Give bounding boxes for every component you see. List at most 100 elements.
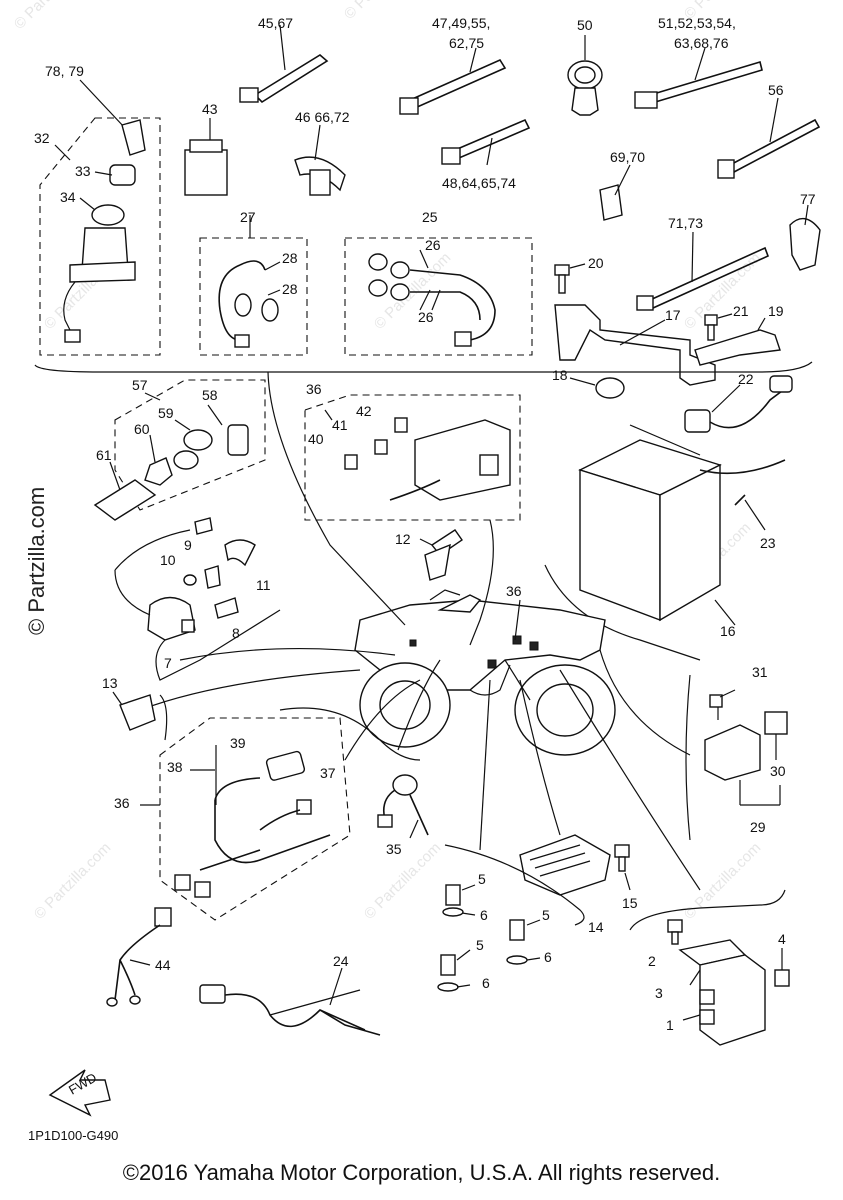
battery-16 — [578, 424, 736, 626]
label-19: 19 — [768, 303, 784, 319]
label-56: 56 — [768, 82, 784, 98]
label-36b: 36 — [506, 583, 522, 599]
tube-61 — [93, 461, 157, 521]
label-33: 33 — [75, 163, 91, 179]
label-17: 17 — [665, 307, 681, 323]
bolt-20 — [554, 263, 586, 294]
key-78-79 — [79, 79, 146, 156]
group-bracket-battery — [544, 564, 701, 661]
forward-arrow: FWD — [48, 1069, 111, 1117]
label-2: 2 — [648, 953, 656, 969]
label-45-67: 45,67 — [258, 15, 293, 31]
label-62-75: 62,75 — [449, 35, 484, 51]
ignition-coil-group — [114, 517, 281, 681]
label-57: 57 — [132, 377, 148, 393]
callouts: 45,67 47,49,55, 62,75 50 51,52,53,54, 63… — [34, 15, 816, 1033]
label-3: 3 — [655, 985, 663, 1001]
label-27: 27 — [240, 209, 256, 225]
battery-cable-23 — [699, 459, 786, 531]
label-4: 4 — [778, 931, 786, 947]
atv-vehicle — [354, 589, 616, 756]
bracket-19 — [694, 317, 781, 366]
label-29: 29 — [750, 819, 766, 835]
label-35: 35 — [386, 841, 402, 857]
label-14: 14 — [588, 919, 604, 935]
fasteners-5-6 — [437, 884, 541, 992]
ignition-switch-group — [39, 117, 161, 356]
label-21: 21 — [733, 303, 749, 319]
clamp-46-66-72 — [294, 124, 346, 196]
label-48-64-65-74: 48,64,65,74 — [442, 175, 516, 191]
label-8: 8 — [232, 625, 240, 641]
wire-lead-44 — [106, 907, 172, 1007]
label-11: 11 — [256, 577, 271, 593]
label-63-68-76: 63,68,76 — [674, 35, 729, 51]
cable-tie-48-74 — [441, 118, 531, 166]
label-22: 22 — [738, 371, 754, 387]
label-40: 40 — [308, 431, 324, 447]
clip-50 — [567, 35, 603, 116]
bolt-21 — [704, 313, 733, 341]
label-28a: 28 — [282, 250, 298, 266]
wire-harness-24 — [199, 967, 381, 1036]
cable-tie-71-73 — [636, 231, 770, 311]
starter-relay-group — [685, 674, 788, 841]
label-50: 50 — [577, 17, 593, 33]
spark-plug-12 — [419, 529, 463, 581]
cable-tie-51-76 — [634, 47, 763, 109]
label-61: 61 — [96, 447, 112, 463]
wire-harness-27 — [199, 215, 308, 356]
label-6a: 6 — [480, 907, 488, 923]
label-5c: 5 — [476, 937, 484, 953]
label-26b: 26 — [418, 309, 434, 325]
leader-lines — [139, 371, 701, 891]
battery-cable-22 — [684, 375, 793, 433]
label-7: 7 — [164, 655, 172, 671]
label-32: 32 — [34, 130, 50, 146]
label-58: 58 — [202, 387, 218, 403]
label-10: 10 — [160, 552, 176, 568]
label-77: 77 — [800, 191, 816, 207]
label-38: 38 — [167, 759, 183, 775]
watermark: © Partzilla.com — [341, 0, 424, 23]
label-69-70: 69,70 — [610, 149, 645, 165]
watermark: © Partzilla.com — [681, 249, 764, 332]
diagram-code: 1P1D100-G490 — [28, 1128, 118, 1143]
label-60: 60 — [134, 421, 150, 437]
copyright-notice: ©2016 Yamaha Motor Corporation, U.S.A. A… — [122, 1160, 721, 1185]
label-5a: 5 — [478, 871, 486, 887]
grommet-18 — [569, 377, 625, 399]
label-36a: 36 — [306, 381, 322, 397]
label-23: 23 — [760, 535, 776, 551]
switch-13 — [112, 691, 168, 741]
clamp-77 — [789, 204, 821, 271]
label-18: 18 — [552, 367, 568, 383]
label-1: 1 — [666, 1017, 674, 1033]
label-39: 39 — [230, 735, 246, 751]
label-36c: 36 — [114, 795, 130, 811]
label-12: 12 — [395, 531, 411, 547]
cdi-unit-group — [629, 889, 790, 1046]
watermark: © Partzilla.com — [31, 839, 114, 922]
label-42: 42 — [356, 403, 372, 419]
bolt-15 — [614, 844, 631, 891]
label-71-73: 71,73 — [668, 215, 703, 231]
watermark: © Partzilla.com — [11, 0, 94, 33]
label-15: 15 — [622, 895, 638, 911]
label-78-79: 78, 79 — [45, 63, 84, 79]
watermark: © Partzilla.com — [361, 839, 444, 922]
label-5b: 5 — [542, 907, 550, 923]
label-46-66-72: 46 66,72 — [295, 109, 350, 125]
label-31: 31 — [752, 664, 768, 680]
partzilla-watermark: © Partzilla.com — [24, 487, 49, 635]
label-6c: 6 — [482, 975, 490, 991]
wire-harness-group-36 — [140, 717, 351, 921]
label-41: 41 — [332, 417, 348, 433]
label-20: 20 — [588, 255, 604, 271]
label-28b: 28 — [282, 281, 298, 297]
label-30: 30 — [770, 763, 786, 779]
label-9: 9 — [184, 537, 192, 553]
cable-tie-45-67 — [239, 24, 329, 104]
sensor-35 — [377, 774, 429, 839]
